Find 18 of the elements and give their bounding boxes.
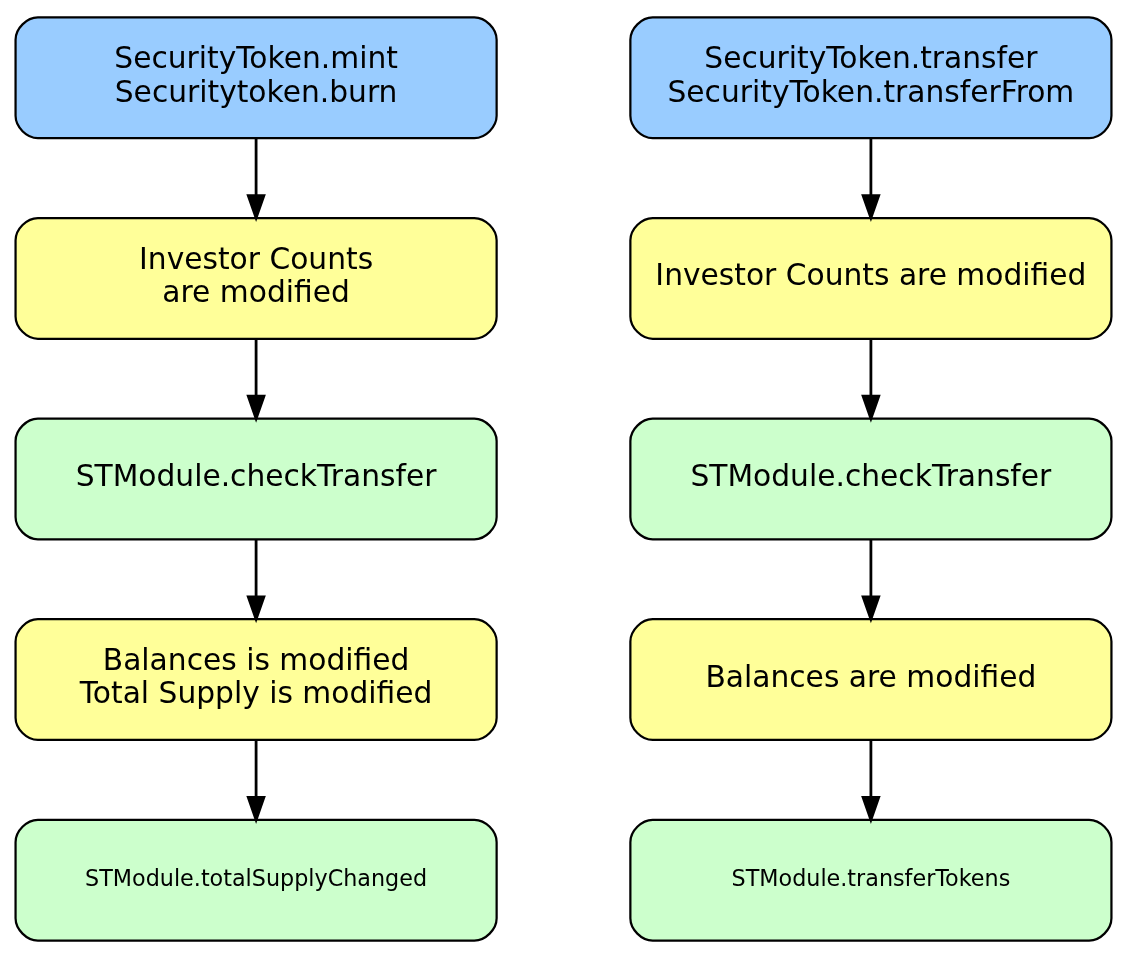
- node-box: STModule.totalSupplyChanged: [14, 818, 498, 942]
- arrow: [246, 137, 266, 222]
- arrow: [861, 338, 881, 423]
- node-box: STModule.checkTransfer: [629, 417, 1113, 540]
- node-box: Balances is modified Total Supply is modified: [14, 617, 498, 741]
- arrow: [246, 538, 266, 623]
- node-box: Balances are modified: [629, 617, 1113, 741]
- node-box: SecurityToken.transfer SecurityToken.transferFrom: [629, 15, 1113, 139]
- arrow: [861, 739, 881, 824]
- arrow: [861, 538, 881, 623]
- arrow: [246, 338, 266, 423]
- arrow: [861, 137, 881, 222]
- node-box: Investor Counts are modified: [14, 216, 498, 340]
- node-box: Investor Counts are modified: [629, 216, 1113, 340]
- node-box: STModule.transferTokens: [629, 818, 1113, 942]
- node-box: STModule.checkTransfer: [14, 417, 498, 540]
- arrow: [246, 739, 266, 824]
- node-box: SecurityToken.mint Securitytoken.burn: [14, 15, 498, 139]
